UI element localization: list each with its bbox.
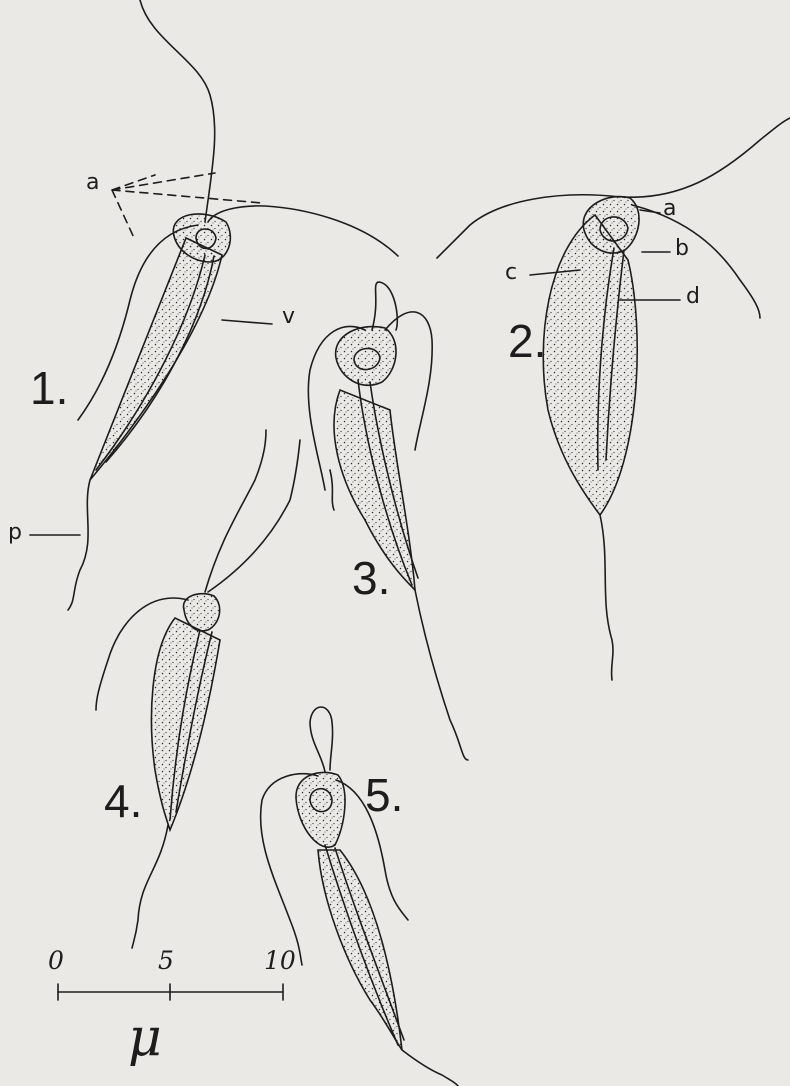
- organism-2-head: [583, 197, 639, 254]
- organism-1: [30, 0, 398, 610]
- organism-4-trailing-flagellum: [132, 825, 168, 948]
- figure-number-5: 5.: [365, 772, 403, 818]
- organism-4: [96, 430, 300, 948]
- scale-tick-label-10: 10: [264, 948, 296, 973]
- organism-5-head: [296, 772, 345, 847]
- figure-number-3: 3.: [352, 555, 390, 601]
- organism-5: [261, 707, 458, 1086]
- organism-4-flagellum-b: [208, 440, 300, 592]
- organism-5-trailing-flagellum: [402, 1050, 458, 1086]
- scale-unit-label: μ: [128, 1012, 162, 1064]
- organism-1-flagellum-b: [208, 206, 398, 256]
- organism-2-trailing-flagellum: [600, 515, 613, 680]
- scale-tick-label-0: 0: [48, 948, 64, 973]
- organism-1-pointer-v: [222, 320, 272, 324]
- organism-1-trailing-flagellum: [68, 480, 90, 610]
- organism-1-flagellum-a: [140, 0, 215, 222]
- scale-tick-label-5: 5: [158, 948, 174, 973]
- organism-2: [437, 118, 790, 680]
- organism-3-head: [336, 327, 396, 386]
- organism-4-body: [152, 618, 220, 830]
- label-p: p: [8, 522, 22, 544]
- organism-3: [308, 282, 468, 760]
- label-b: b: [675, 238, 689, 260]
- figure-number-4: 4.: [104, 778, 142, 824]
- organism-4-flagellum-a: [205, 430, 266, 592]
- scale-bar: [58, 984, 283, 1000]
- label-v: v: [282, 306, 295, 328]
- figure-number-2: 2.: [508, 318, 546, 364]
- organism-3-flagellum-d: [330, 470, 334, 510]
- label-a-organism-2: a: [663, 198, 676, 220]
- organism-3-trailing-flagellum: [415, 590, 468, 760]
- label-a-organism-1: a: [86, 172, 99, 194]
- organism-3-flagellum-b: [372, 282, 397, 330]
- organism-1-body: [90, 238, 222, 480]
- label-c: c: [505, 262, 517, 284]
- label-d: d: [686, 286, 700, 308]
- organism-2-flagellum-b: [622, 118, 790, 197]
- figure-number-1: 1.: [30, 365, 68, 411]
- organism-5-flagellum-b: [310, 707, 333, 772]
